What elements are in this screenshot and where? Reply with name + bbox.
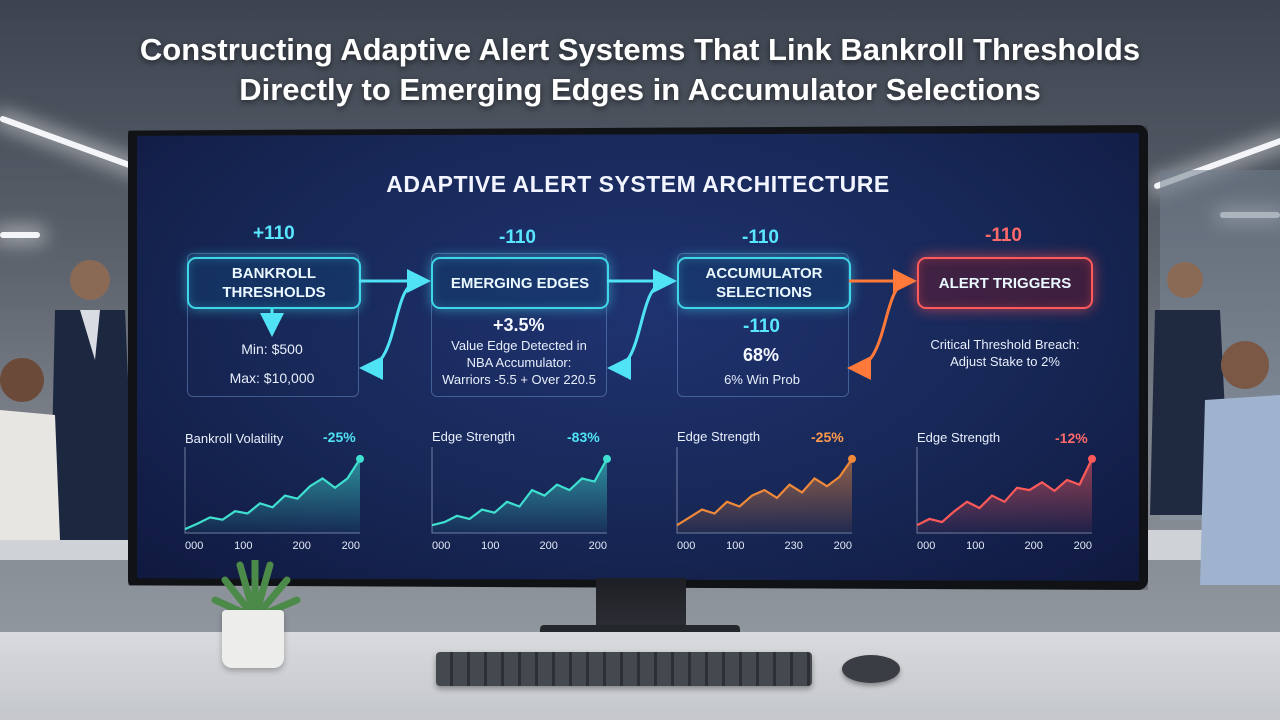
flow-arrows — [260, 269, 917, 380]
bankroll-box-line2: THRESHOLDS — [222, 284, 326, 301]
return-arrow-1 — [359, 281, 418, 380]
chart-1-tick-label: 200 — [342, 540, 360, 552]
accumulator-sub-odds: -110 — [743, 316, 780, 337]
monitor-stand — [596, 578, 686, 630]
chart-1-endpoint — [356, 454, 364, 463]
headline: Constructing Adaptive Alert Systems That… — [0, 30, 1280, 110]
chart-4-line — [916, 458, 1093, 527]
headline-line-2: Directly to Emerging Edges in Accumulato… — [239, 72, 1041, 107]
emerging-edges-box: EMERGING EDGES — [431, 257, 609, 309]
mouse — [842, 655, 900, 683]
background-people-right — [1150, 262, 1280, 585]
charts-layer: 000 100 200 200 000 100 200 200 000 100 230 200 000 1… — [184, 447, 1096, 552]
odds-accumulator: -110 — [742, 227, 779, 248]
chart-4-title: Edge Strength — [917, 430, 1001, 445]
odds-bankroll: +110 — [253, 223, 295, 244]
chart-4-tick-label: 100 — [966, 540, 984, 552]
chart-1-line — [184, 458, 361, 531]
edge-value: +3.5% — [493, 315, 545, 335]
chart-3-tick-label: 200 — [834, 540, 852, 552]
accumulator-panel — [677, 253, 849, 397]
bankroll-box-line1: BANKROLL — [231, 265, 317, 282]
background-people-left — [0, 260, 135, 540]
chart-2-annotation: -83% — [567, 429, 600, 445]
chart-1-tick-label: 100 — [234, 540, 252, 552]
chart-2-tick-label: 200 — [589, 540, 607, 552]
chart-1-area — [185, 458, 360, 533]
ceiling-light — [0, 232, 40, 238]
edges-panel — [431, 253, 607, 397]
odds-emerging-edges: -110 — [499, 227, 536, 248]
chart-4-tick-label: 200 — [1074, 540, 1092, 552]
alert-desc-1: Critical Threshold Breach: — [930, 337, 1080, 352]
bankroll-min: Min: $500 — [241, 341, 303, 357]
monitor-screen: ADAPTIVE ALERT SYSTEM ARCHITECTURE +110 … — [137, 133, 1139, 581]
chart-3-endpoint — [848, 454, 856, 463]
chart-1-tick-label: 000 — [185, 540, 203, 552]
chart-2-endpoint — [603, 454, 611, 463]
chart-3-tick-label: 230 — [784, 540, 802, 552]
chart-1-title: Bankroll Volatility — [185, 431, 284, 446]
chart-2-line — [431, 458, 608, 527]
chart-3-tick-label: 000 — [677, 540, 695, 552]
plant-pot — [222, 610, 284, 668]
architecture-title: ADAPTIVE ALERT SYSTEM ARCHITECTURE — [386, 171, 890, 197]
odds-alert: -110 — [985, 225, 1022, 246]
edges-box-label: EMERGING EDGES — [450, 274, 590, 292]
accumulator-selections-box: ACCUMULATOR SELECTIONS — [677, 257, 851, 309]
accumulator-percent: 68% — [743, 345, 780, 365]
alert-box-label: ALERT TRIGGERS — [938, 274, 1072, 292]
chart-4-tick-label: 000 — [917, 540, 935, 552]
alert-triggers-box: ALERT TRIGGERS — [917, 257, 1093, 309]
chart-2-area — [432, 458, 607, 533]
chart-3-annotation: -25% — [811, 429, 844, 445]
alert-desc-2: Adjust Stake to 2% — [950, 354, 1060, 369]
chart-3-line — [676, 458, 853, 527]
chart-3-area — [677, 458, 852, 533]
chart-3-title: Edge Strength — [677, 429, 761, 444]
chart-2-tick-label: 200 — [539, 540, 557, 552]
chart-2-title: Edge Strength — [432, 429, 516, 444]
chart-4-tick-label: 200 — [1024, 540, 1042, 552]
chart-1-tick-label: 200 — [292, 540, 310, 552]
edge-desc-1: Value Edge Detected in — [451, 338, 587, 353]
bankroll-max: Max: $10,000 — [229, 370, 315, 386]
chart-2-tick-label: 100 — [481, 540, 499, 552]
chart-4-endpoint — [1088, 454, 1096, 463]
chart-1-annotation: -25% — [323, 429, 356, 445]
headline-line-1: Constructing Adaptive Alert Systems That… — [139, 32, 1141, 67]
chart-3-tick-label: 100 — [726, 540, 744, 552]
plant — [211, 560, 301, 620]
bankroll-thresholds-box: BANKROLL THRESHOLDS — [187, 257, 361, 309]
bankroll-panel — [187, 253, 359, 397]
return-arrow-3 — [847, 281, 908, 380]
edge-desc-2: NBA Accumulator: — [466, 355, 572, 370]
chart-2-tick-label: 000 — [432, 540, 450, 552]
accumulator-box-line2: SELECTIONS — [716, 284, 812, 301]
keyboard — [436, 652, 812, 686]
accumulator-box-line1: ACCUMULATOR — [705, 265, 823, 282]
return-arrow-2 — [607, 281, 666, 380]
accumulator-desc: 6% Win Prob — [724, 372, 800, 387]
chart-4-area — [917, 458, 1092, 533]
chart-4-annotation: -12% — [1055, 430, 1088, 446]
ceiling-light — [0, 115, 142, 173]
edge-desc-3: Warriors -5.5 + Over 220.5 — [442, 372, 596, 387]
